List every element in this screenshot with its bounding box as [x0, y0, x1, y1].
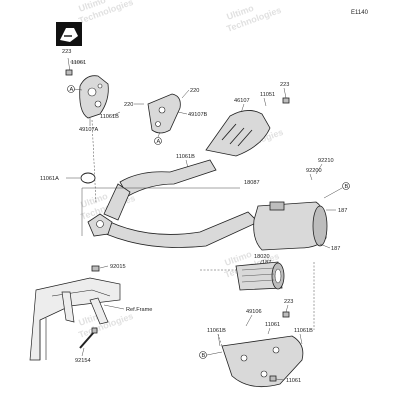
- label-92210: 92210: [318, 158, 334, 164]
- label-11061-top: 11061: [71, 60, 86, 66]
- callout-a-mid: A: [154, 137, 162, 145]
- label-11061-bottom-b: 11061: [286, 378, 301, 384]
- callout-b-top: B: [342, 182, 350, 190]
- spark-arrestor-18020: [235, 261, 285, 291]
- engine-location-icon: [56, 22, 82, 46]
- bolt-223-bottom: [282, 311, 290, 318]
- pipe-gasket-ring: [80, 172, 96, 184]
- label-11061-bottom-a: 11061: [265, 322, 280, 328]
- callout-b-bottom: B: [199, 351, 207, 359]
- callout-b-text-top: B: [345, 184, 349, 190]
- label-92200: 92200: [306, 168, 322, 174]
- muffler-cover-49106: [221, 335, 304, 388]
- label-187-a: 187: [338, 208, 347, 214]
- frame-ref-label: Ref.Frame: [126, 307, 152, 313]
- label-220-a: 220: [190, 88, 199, 94]
- bolt-223-right: [282, 97, 290, 104]
- bolt-92154: [79, 327, 98, 349]
- label-11061b-bottom-r: 11061B: [294, 328, 313, 334]
- muffler-body: [253, 201, 328, 251]
- heat-guard-49107b: [147, 93, 181, 134]
- gasket-92015: [91, 265, 100, 272]
- frame-ref: [29, 277, 121, 361]
- label-11061b-left: 11061B: [100, 114, 119, 120]
- figure-code: E1140: [351, 10, 369, 16]
- callout-b-text-bottom: B: [202, 353, 206, 359]
- label-11061b-mid: 11061B: [176, 154, 195, 160]
- label-46107: 46107: [234, 98, 250, 104]
- bolt-11061-bottom-b: [269, 375, 277, 382]
- label-18087: 18087: [244, 180, 260, 186]
- heat-guard-49107a: [79, 75, 109, 119]
- label-92015: 92015: [110, 264, 126, 270]
- label-49107a: 49107A: [79, 127, 99, 133]
- label-223-top: 223: [62, 49, 71, 55]
- label-92154: 92154: [75, 358, 91, 364]
- label-11051: 11051: [260, 92, 275, 98]
- label-11061b-bottom-l: 11061B: [207, 328, 226, 334]
- exhaust-pipe-18087: [103, 159, 259, 248]
- exhaust-flange: [87, 213, 113, 237]
- heat-cover-46107: [205, 110, 271, 157]
- label-49107b: 49107B: [188, 112, 208, 118]
- label-18020: 18020: [254, 254, 270, 260]
- label-49106: 49106: [246, 309, 262, 315]
- label-220-b: 220: [124, 102, 133, 108]
- callout-a-text-left: A: [70, 87, 74, 93]
- bolt-223-top: [65, 69, 73, 76]
- label-11061a: 11061A: [40, 176, 59, 182]
- label-187-b: 187: [331, 246, 340, 252]
- callout-a-text-mid: A: [157, 139, 161, 145]
- label-223-right: 223: [280, 82, 289, 88]
- label-223-bottom: 223: [284, 299, 293, 305]
- callout-a-left: A: [67, 85, 75, 93]
